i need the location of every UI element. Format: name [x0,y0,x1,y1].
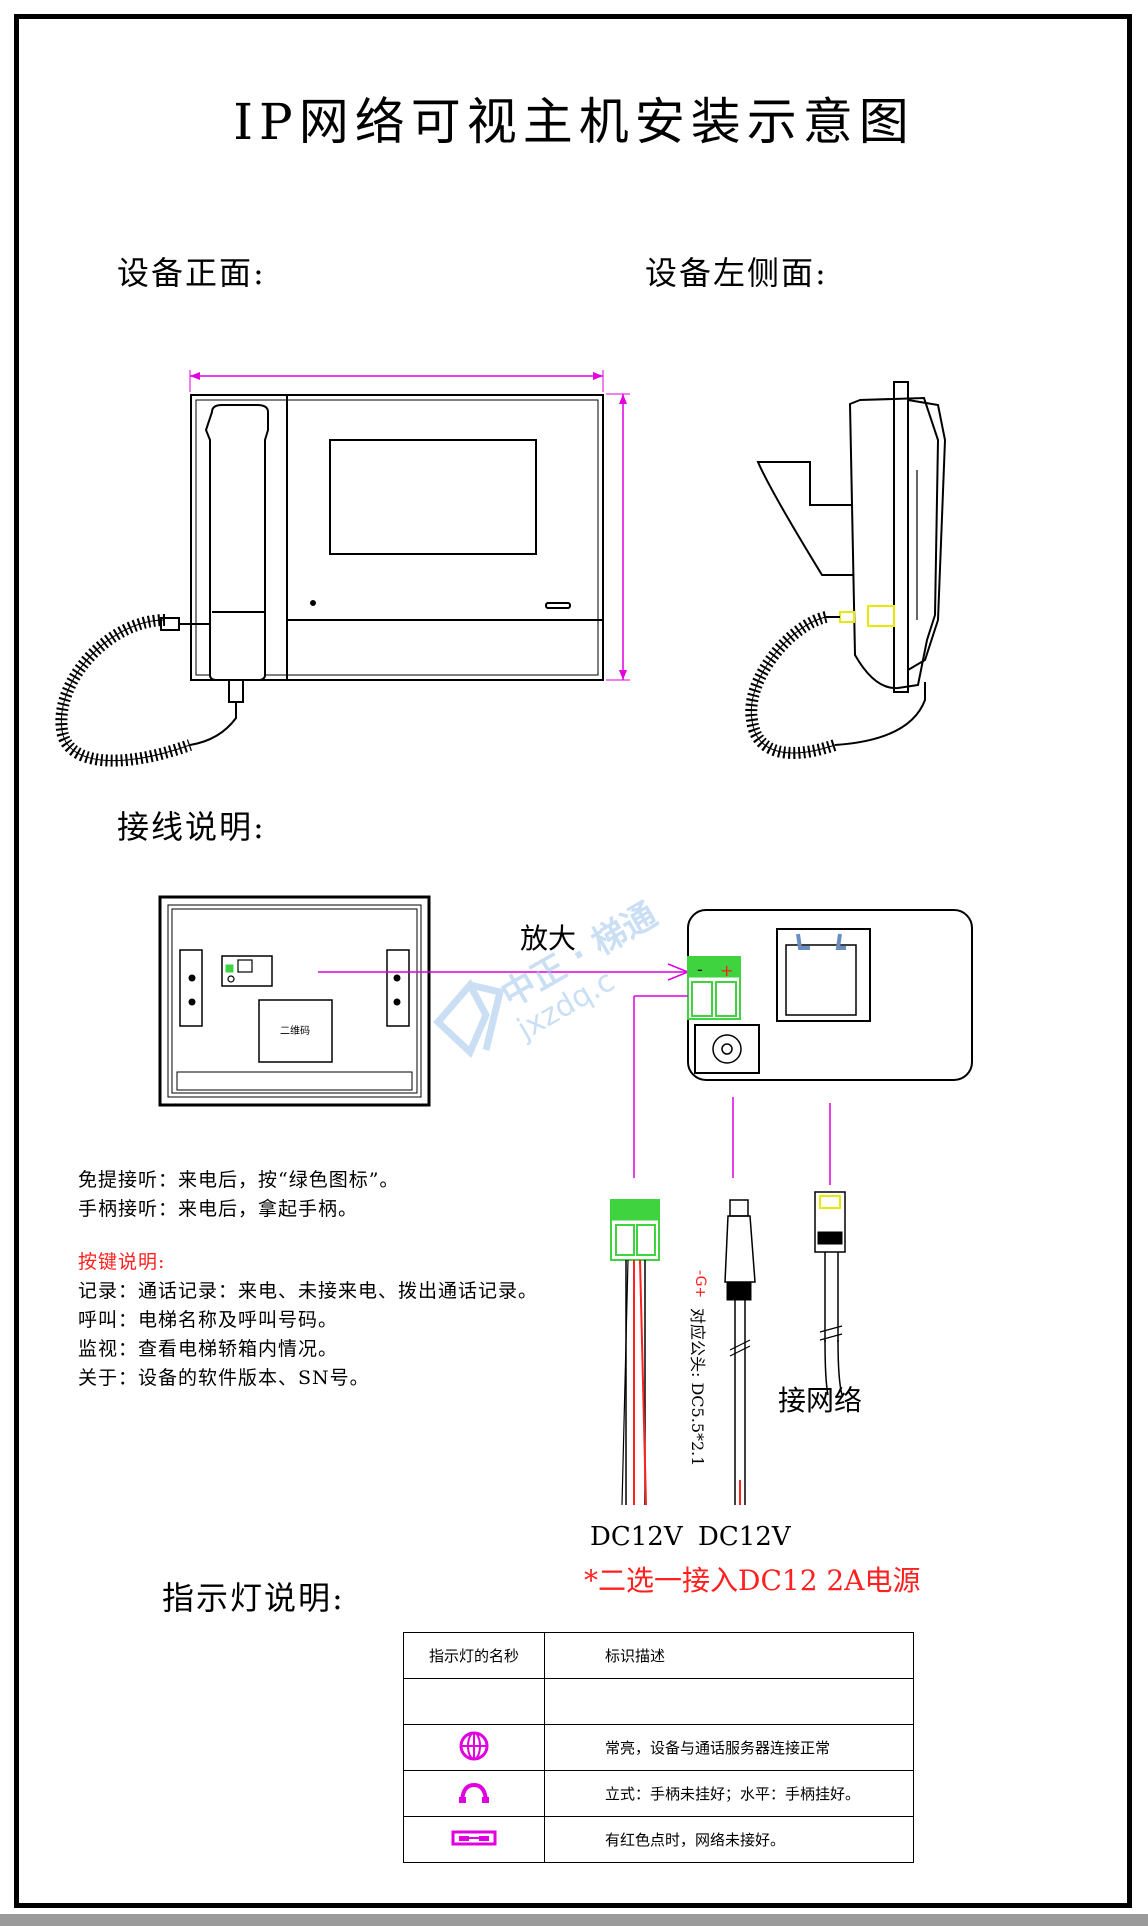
key-line-about: 关于：设备的软件版本、SN号。 [78,1367,370,1389]
dc-label-right: DC12V [698,1522,792,1552]
table-header-name: 指示灯的名秒 [403,1632,545,1679]
key-notes: 按键说明: 记录：通话记录：来电、未接来电、拨出通话记录。 呼叫：电梯名称及呼叫… [78,1248,538,1393]
handset-icon [459,1782,489,1803]
table-header-desc: 标识描述 [544,1632,914,1679]
dc-label-left: DC12V [590,1522,684,1552]
page-title: IP网络可视主机安装示意图 [233,93,915,151]
table-header-row: 指示灯的名秒 标识描述 [403,1632,914,1679]
heading-indicator: 指示灯说明: [162,1579,345,1617]
heading-front: 设备正面: [117,254,266,292]
heading-left-side: 设备左侧面: [645,254,828,292]
power-note: *二选一接入DC12 2A电源 [584,1564,920,1597]
heading-wiring: 接线说明: [117,808,266,846]
terminal-minus-label: - [697,960,703,979]
dc-plug-cable: -G+ 对应公头: DC5.5*2.1 [688,1199,756,1505]
indicator-table: 指示灯的名秒 标识描述 常亮，设备与通话服务器连接正常 立式：手柄未挂好；水平：… [403,1632,914,1863]
table-row: 有红色点时，网络未接好。 [403,1816,914,1863]
answer-notes: 免提接听：来电后，按“绿色图标”。 手柄接听：来电后，拿起手柄。 [78,1166,399,1224]
answer-line-handsfree: 免提接听：来电后，按“绿色图标”。 [78,1169,400,1191]
globe-icon [459,1731,489,1760]
table-row [403,1678,914,1725]
pointer-lines [633,995,831,1185]
terminal-cable [610,1199,660,1506]
key-notes-title: 按键说明: [78,1251,166,1273]
zoomed-panel: - + [687,909,973,1081]
front-view [55,370,630,767]
rj45-cable [814,1191,846,1396]
network-label: 接网络 [778,1384,862,1417]
zoom-label: 放大 [520,922,576,955]
network-icon [451,1830,497,1845]
answer-line-handset: 手柄接听：来电后，拿起手柄。 [78,1198,359,1220]
side-view [745,381,947,759]
drawing-frame [14,14,1132,1908]
key-line-record: 记录：通话记录：来电、未接来电、拨出通话记录。 [78,1280,539,1302]
key-line-monitor: 监视：查看电梯轿箱内情况。 [78,1338,339,1360]
terminal-plus-label: + [720,961,733,980]
table-row: 立式：手柄未挂好；水平：手柄挂好。 [403,1770,914,1817]
plug-note: 对应公头: DC5.5*2.1 [688,1308,707,1466]
key-line-call: 呼叫：电梯名称及呼叫号码。 [78,1309,339,1331]
watermark: 中正 · 梯通 jxzdq.c [433,895,664,1058]
back-panel: 二维码 [158,895,431,1107]
bottom-scrollbar [0,1914,1148,1926]
table-row: 常亮，设备与通话服务器连接正常 [403,1724,914,1771]
plug-polarity-label: -G+ [692,1270,708,1298]
qr-code-label: 二维码 [280,1024,310,1037]
